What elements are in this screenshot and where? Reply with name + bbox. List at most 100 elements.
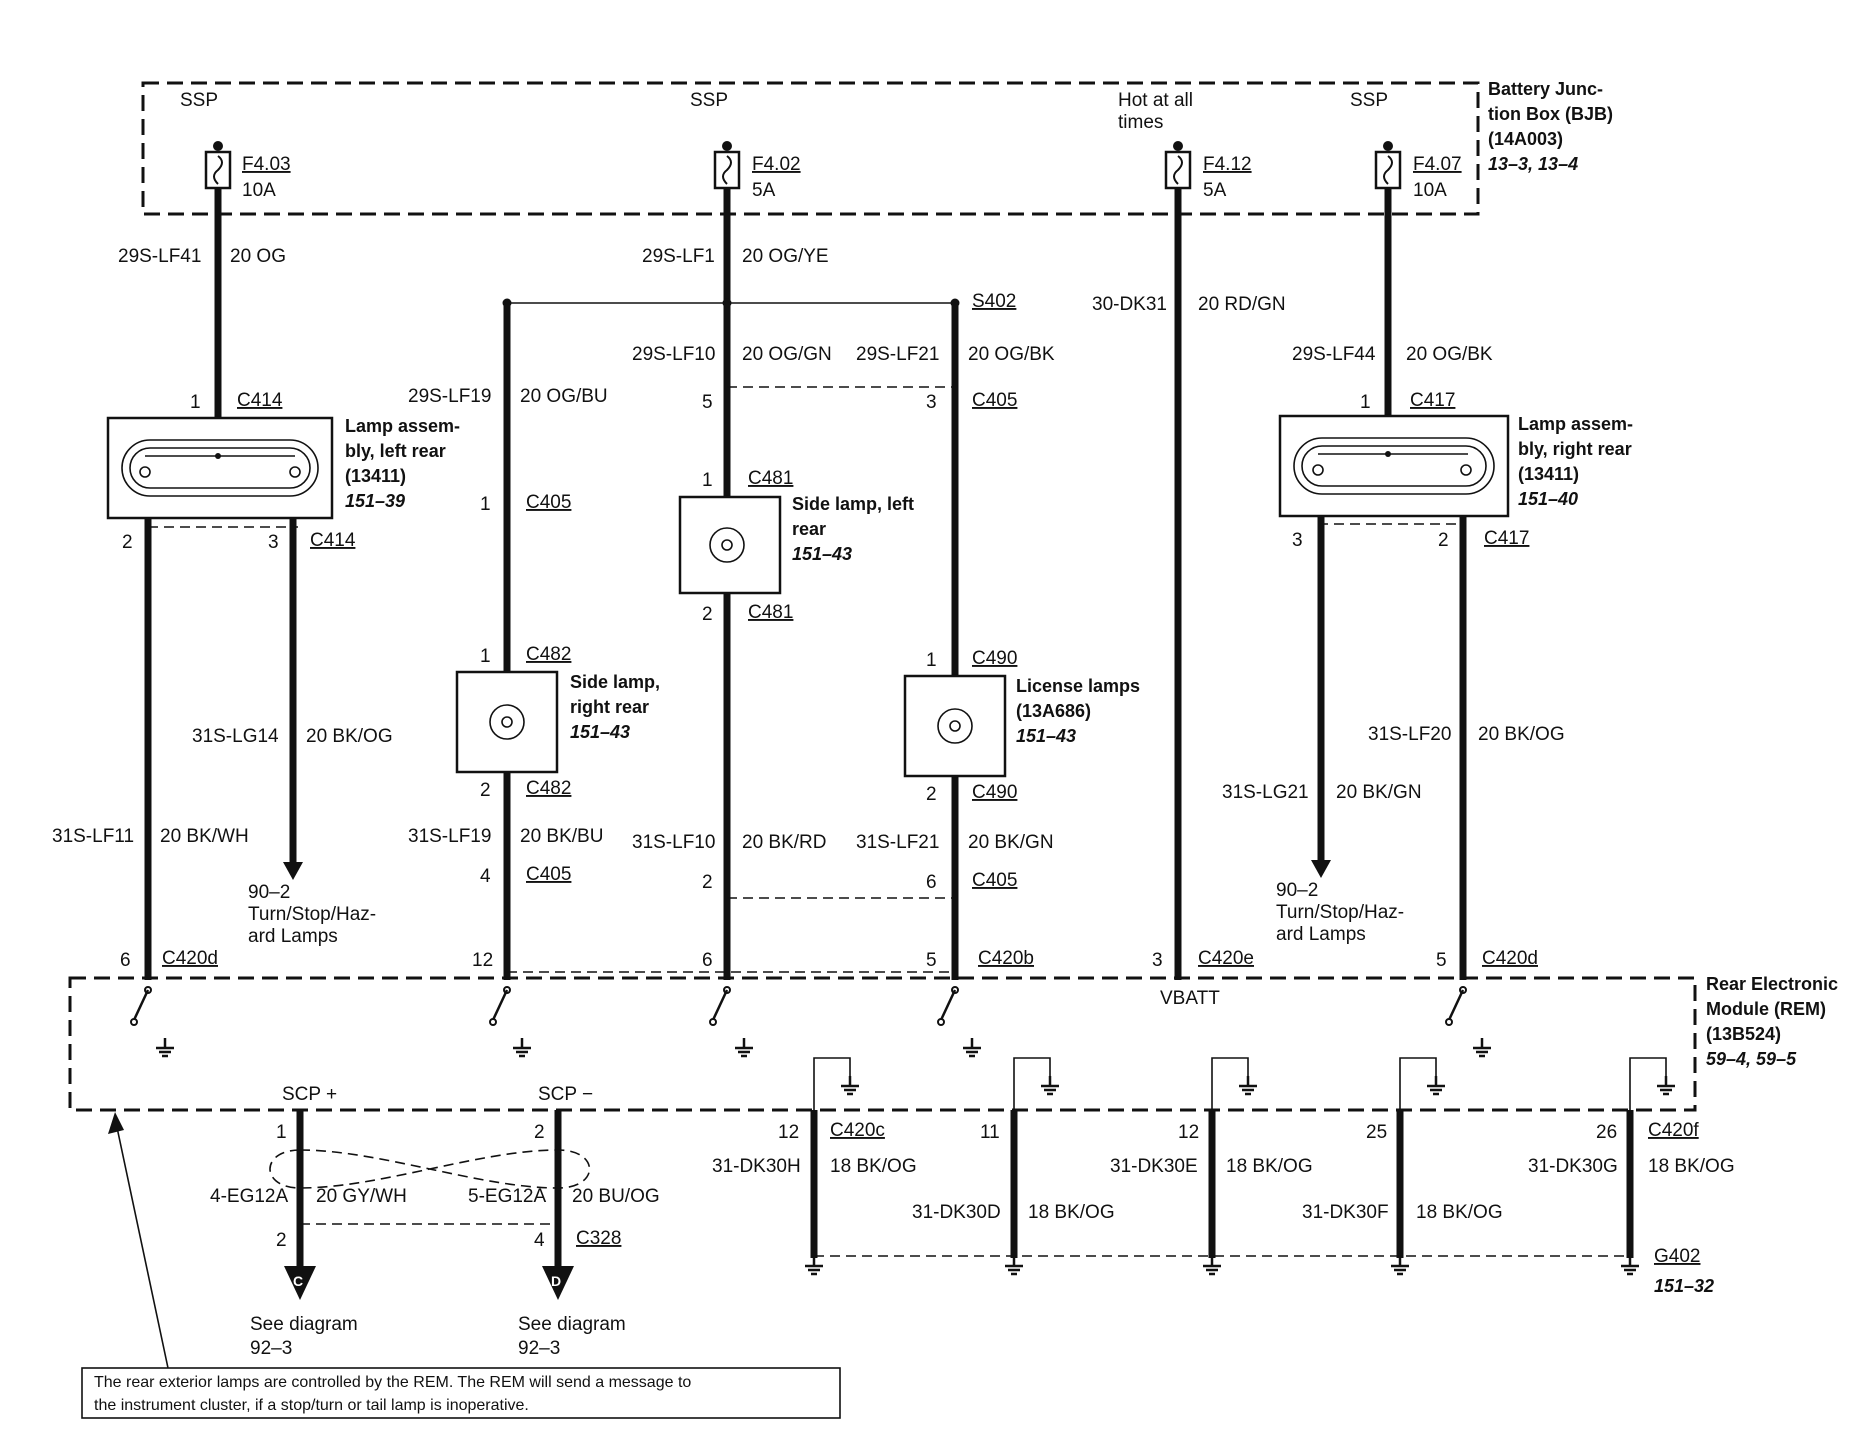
fuse-icon xyxy=(1374,139,1402,190)
arrow-letter: D xyxy=(551,1273,561,1289)
see-diagram-ref: 92–3 xyxy=(250,1338,292,1359)
bulb-icon xyxy=(121,439,319,497)
arrow-icon xyxy=(283,862,303,880)
wire-color: 20 BK/OG xyxy=(1478,724,1565,745)
turn-ref: 90–2 xyxy=(1276,880,1318,901)
connector-label: C490 xyxy=(972,648,1017,669)
component-ref: 151–43 xyxy=(792,544,852,564)
component-ref: 151–43 xyxy=(1016,726,1076,746)
ground-icon xyxy=(839,1074,861,1096)
connector-c-arrow-icon xyxy=(284,1266,316,1300)
rem-title: Rear Electronic xyxy=(1706,974,1838,994)
note-pointer xyxy=(114,1117,169,1369)
connector-label: C481 xyxy=(748,468,793,489)
rem-title: Module (REM) xyxy=(1706,999,1826,1019)
pin-number: 25 xyxy=(1366,1122,1387,1143)
wire-color: 18 BK/OG xyxy=(1226,1156,1313,1177)
wire-color: 18 BK/OG xyxy=(1648,1156,1735,1177)
component-label: right rear xyxy=(570,697,649,717)
pin-number: 1 xyxy=(276,1122,287,1143)
pin-number: 11 xyxy=(980,1122,1000,1143)
wire-color: 20 OG xyxy=(230,246,286,267)
pin-number: 1 xyxy=(702,470,713,491)
ground-icon xyxy=(1425,1074,1447,1096)
wire-color: 20 OG/BK xyxy=(1406,344,1493,365)
pin-number: 2 xyxy=(122,532,133,553)
bjb-ssp-label: SSP xyxy=(1350,90,1388,111)
fuse-id: F4.02 xyxy=(752,154,801,175)
connector-label: C482 xyxy=(526,778,571,799)
vbatt-label: VBATT xyxy=(1160,988,1220,1009)
wire-color: 20 BK/RD xyxy=(742,832,826,853)
bjb-title: Battery Junc- xyxy=(1488,79,1603,99)
ground-icon xyxy=(733,1036,755,1058)
twisted-pair-icon xyxy=(269,1149,591,1189)
ground-icon xyxy=(1003,1254,1025,1276)
component-label: bly, left rear xyxy=(345,441,446,461)
component-ref: 151–43 xyxy=(570,722,630,742)
wire-circuit: 31S-LF21 xyxy=(856,832,939,853)
ground-icon xyxy=(1389,1254,1411,1276)
wire-color: 20 BK/GN xyxy=(968,832,1054,853)
pin-number: 5 xyxy=(926,950,937,971)
ground-icon xyxy=(803,1254,825,1276)
pin-number: 2 xyxy=(534,1122,545,1143)
pin-number: 4 xyxy=(534,1230,545,1251)
side-lamp-left-box xyxy=(678,495,782,595)
connector-label: C420c xyxy=(830,1120,885,1141)
splice-label: S402 xyxy=(972,291,1016,312)
wire-color: 20 RD/GN xyxy=(1198,294,1286,315)
connector-label: C405 xyxy=(526,492,571,513)
bulb-icon xyxy=(489,704,525,740)
wire-color: 20 GY/WH xyxy=(316,1186,407,1207)
ground-icon xyxy=(1039,1074,1061,1096)
fuse-icon xyxy=(1164,139,1192,190)
bulb-icon xyxy=(937,708,973,744)
wire-color: 20 BK/GN xyxy=(1336,782,1422,803)
see-diagram-ref: 92–3 xyxy=(518,1338,560,1359)
pin-number: 3 xyxy=(1152,950,1163,971)
connector-label: C481 xyxy=(748,602,793,623)
connector-label: C420b xyxy=(978,948,1034,969)
fuse-icon xyxy=(204,139,232,190)
pin-number: 2 xyxy=(702,872,713,893)
wire-circuit: 31-DK30F xyxy=(1302,1202,1389,1223)
pin-number: 4 xyxy=(480,866,491,887)
see-diagram-label: See diagram xyxy=(518,1314,626,1335)
wire-circuit: 29S-LF21 xyxy=(856,344,939,365)
connector-label: C328 xyxy=(576,1228,621,1249)
turn-ref: 90–2 xyxy=(248,882,290,903)
wire-color: 18 BK/OG xyxy=(1028,1202,1115,1223)
pin-number: 5 xyxy=(702,392,713,413)
component-label: (13411) xyxy=(345,466,406,486)
side-lamp-right-box xyxy=(455,670,559,774)
wire-circuit: 29S-LF44 xyxy=(1292,344,1376,365)
wire-color: 18 BK/OG xyxy=(1416,1202,1503,1223)
connector-label: C405 xyxy=(972,870,1017,891)
bjb-hot-label: Hot at all xyxy=(1118,90,1193,111)
fuse-rating: 5A xyxy=(752,180,776,201)
wire-circuit: 29S-LF1 xyxy=(642,246,715,267)
pin-number: 1 xyxy=(480,646,491,667)
bjb-ssp-label: SSP xyxy=(690,90,728,111)
connector-label: C420e xyxy=(1198,948,1254,969)
bjb-title: tion Box (BJB) xyxy=(1488,104,1613,124)
pin-number: 2 xyxy=(702,604,713,625)
pin-number: 12 xyxy=(778,1122,799,1143)
arrow-letter: C xyxy=(293,1273,303,1289)
fuse-id: F4.12 xyxy=(1203,154,1252,175)
pin-number: 3 xyxy=(926,392,937,413)
pin-number: 3 xyxy=(1292,530,1303,551)
switch-icon xyxy=(488,985,512,1027)
note-text: The rear exterior lamps are controlled b… xyxy=(94,1374,691,1391)
pin-number: 12 xyxy=(472,950,493,971)
switch-icon xyxy=(129,985,153,1027)
ground-icon xyxy=(1619,1254,1641,1276)
connector-label: C482 xyxy=(526,644,571,665)
connector-label: C417 xyxy=(1484,528,1529,549)
component-ref: 151–40 xyxy=(1518,489,1578,509)
lamp-assembly-left-box xyxy=(106,416,334,520)
pin-number: 6 xyxy=(702,950,713,971)
component-label: Lamp assem- xyxy=(345,416,460,436)
